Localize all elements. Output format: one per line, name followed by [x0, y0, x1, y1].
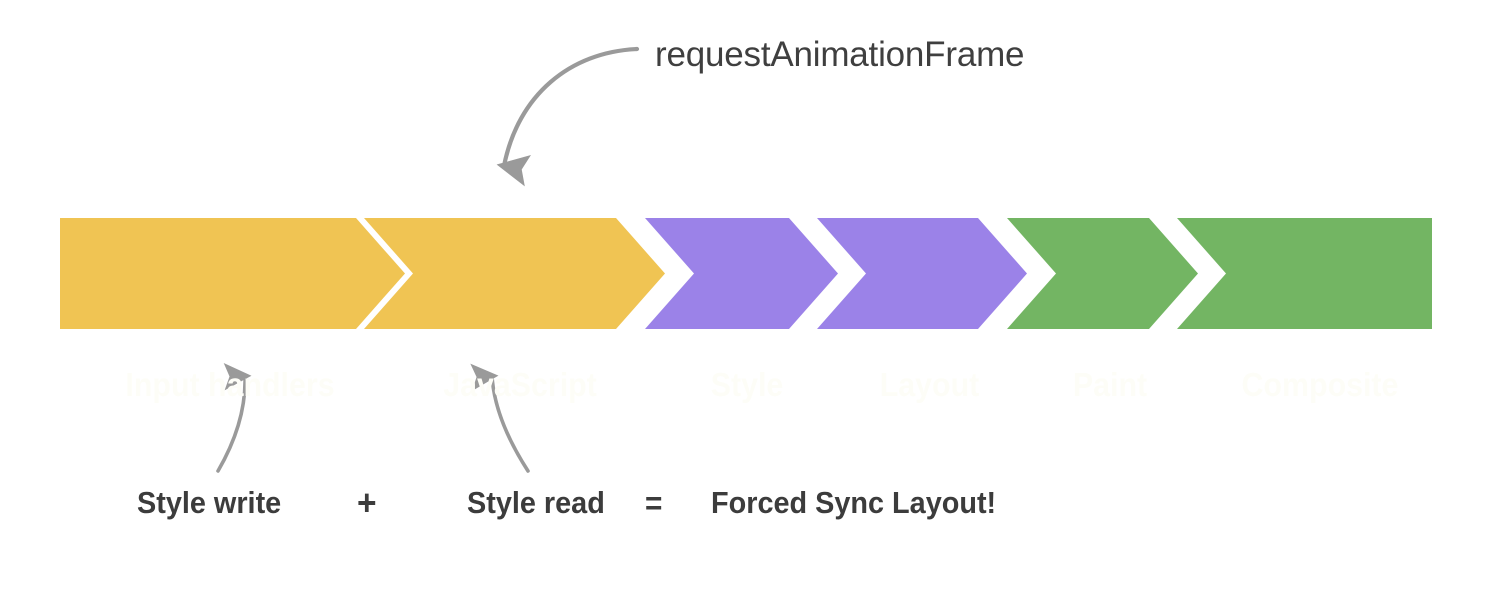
request-animation-frame-label: requestAnimationFrame	[655, 35, 1025, 74]
formula-result-forced-sync-layout: Forced Sync Layout!	[711, 485, 997, 520]
pipeline-shapes	[60, 218, 1432, 329]
stage-shape-input-handlers[interactable]	[60, 218, 405, 329]
formula-term-style-write: Style write	[137, 485, 282, 520]
formula-operator-plus: +	[357, 482, 377, 523]
stage-label-input-handlers: Input handlers	[125, 366, 335, 403]
stage-shape-style[interactable]	[645, 218, 838, 329]
stage-label-style: Style	[710, 366, 784, 403]
rendering-pipeline: Input handlers JavaScript Style Layout P…	[60, 218, 1432, 403]
stage-label-layout: Layout	[879, 366, 980, 403]
stage-shape-layout[interactable]	[817, 218, 1027, 329]
stage-shape-javascript[interactable]	[364, 218, 665, 329]
stage-label-composite: Composite	[1241, 366, 1399, 403]
request-animation-frame-arrow	[496, 46, 640, 187]
formula-operator-equals: =	[645, 485, 663, 521]
stage-shape-composite[interactable]	[1177, 218, 1432, 329]
stage-label-javascript: JavaScript	[443, 366, 597, 403]
formula-term-style-read: Style read	[467, 485, 605, 520]
stage-shape-paint[interactable]	[1007, 218, 1198, 329]
stage-label-paint: Paint	[1072, 366, 1148, 403]
